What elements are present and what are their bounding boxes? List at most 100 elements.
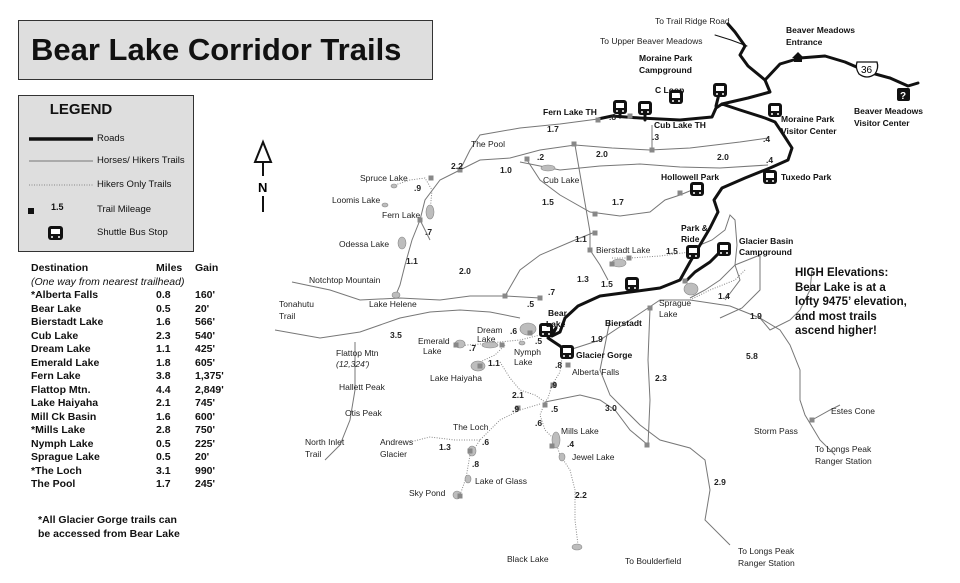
label-andrews1: Andrews: [380, 437, 413, 447]
label-lp2a: To Longs Peak: [815, 444, 872, 454]
loomis-lake: [381, 202, 389, 208]
legend-title: LEGEND: [49, 101, 113, 118]
trail-mileage: .6: [510, 326, 517, 336]
dream-lake: [481, 341, 499, 349]
trail-mileage: .5: [535, 336, 542, 346]
trail-mileage: .5: [527, 299, 534, 309]
horse-hiker-trail: [689, 264, 741, 301]
destination-name: Nymph Lake: [31, 437, 94, 450]
bus-stop-icon[interactable]: Hollowell Park: [690, 182, 704, 196]
legend-item-mileage: 1.5 Trail Mileage: [19, 202, 195, 218]
mileage-marker: [592, 230, 598, 236]
label-cublake: Cub Lake: [543, 175, 580, 185]
label-fernlake: Fern Lake: [382, 210, 421, 220]
label-storm: Storm Pass: [754, 426, 798, 436]
label-tonahutu1: Tonahutu: [279, 299, 314, 309]
highway-36-shield: 36: [855, 61, 879, 78]
lakes-layer: [381, 164, 699, 551]
destination-gain: 20': [195, 302, 210, 315]
destination-gain: 2,849': [195, 383, 224, 396]
horse-hiker-trail: [324, 342, 356, 461]
destination-miles: 1.6: [156, 410, 171, 423]
road-line-icon: [29, 137, 93, 141]
destination-name: Emerald Lake: [31, 356, 100, 369]
black-lake: [571, 543, 583, 551]
destination-name: *The Loch: [31, 464, 82, 477]
bus-stop-icon[interactable]: Bierstadt: [625, 277, 639, 291]
bus-stop-icon[interactable]: Moraine Park Visitor Center: [768, 103, 782, 117]
destination-gain: 160': [195, 289, 216, 301]
destination-gain: 605': [195, 356, 216, 369]
label-cubth: Cub Lake TH: [654, 120, 706, 130]
label-black: Black Lake: [507, 554, 549, 564]
label-flattop-el: (12,324'): [336, 359, 369, 369]
label-bierstadt: Bierstadt: [605, 318, 642, 328]
mileage-marker: [499, 342, 505, 348]
label-alberta: Alberta Falls: [572, 367, 619, 377]
horse-hiker-trail: [574, 144, 609, 281]
glacier-gorge-note: *All Glacier Gorge trails can be accesse…: [38, 514, 180, 540]
label-sprague1: Sprague: [659, 298, 691, 308]
lake-haiyaha: [470, 360, 486, 372]
label-entrance1: Beaver Meadows: [786, 25, 855, 35]
destination-miles: 2.8: [156, 424, 171, 436]
label-mills: Mills Lake: [561, 426, 599, 436]
mileage-marker: [502, 293, 508, 299]
bus-stop-icon[interactable]: Fern Lake TH: [613, 100, 627, 114]
mileage-marker: [550, 382, 556, 388]
label-mpc2: Campground: [639, 65, 692, 75]
label-trail-ridge: To Trail Ridge Road: [655, 16, 730, 26]
legend-item-hikers: Hikers Only Trails: [19, 177, 195, 193]
trail-mileage: 1.3: [439, 442, 451, 452]
horse-hiker-trail: [274, 309, 521, 339]
trail-mileage: 2.0: [459, 266, 471, 276]
label-bierlake: Bierstadt Lake: [596, 245, 651, 255]
trails-layer: [274, 118, 841, 546]
dotted-trail-icon: [29, 184, 93, 186]
bus-stop-icon[interactable]: Glacier Gorge: [560, 345, 574, 359]
label-notchtop: Notchtop Mountain: [309, 275, 381, 285]
label-hallett: Hallett Peak: [339, 382, 386, 392]
bus-stop-icon[interactable]: Park & Ride: [686, 245, 700, 259]
trail-mileage: 3.0: [605, 403, 617, 413]
trail-mileage: 2.1: [512, 390, 524, 400]
bear-lake: [519, 322, 537, 336]
nymph-lake: [518, 340, 526, 346]
bus-stop-icon[interactable]: Cub Lake TH: [638, 101, 652, 115]
trail-mileage: 1.7: [612, 197, 624, 207]
horse-hiker-trail: [459, 118, 599, 171]
trail-mileage: 2.9: [714, 477, 726, 487]
label-nymph1: Nymph: [514, 347, 541, 357]
mileage-marker: [457, 167, 463, 173]
road: [714, 92, 721, 108]
label-gb2: Campground: [739, 247, 792, 257]
mileage-marker: [627, 113, 633, 119]
trail-mileage: .9: [512, 404, 519, 414]
trail-mileage: 1.1: [406, 256, 418, 266]
trail-mileage: 1.3: [577, 274, 589, 284]
bus-stop-icon[interactable]: Moraine Park Campground: [713, 83, 727, 97]
destination-gain: 566': [195, 316, 216, 328]
mileage-marker: [524, 156, 530, 162]
hiker-only-trail: [539, 401, 579, 546]
mileage-marker: [682, 278, 688, 284]
bus-stop-icon[interactable]: Glacier Basin Campground: [717, 242, 731, 256]
trail-mileage: .7: [548, 287, 555, 297]
the-loch: [467, 445, 477, 457]
lake-helene: [391, 291, 401, 299]
bus-stop-icon[interactable]: C Loop: [669, 90, 683, 104]
bus-stop-icon[interactable]: Tuxedo Park: [763, 170, 777, 184]
destination-name: Dream Lake: [31, 343, 91, 355]
label-mpc1: Moraine Park: [639, 53, 693, 63]
svg-text:?: ?: [900, 91, 906, 102]
road: [763, 54, 920, 88]
legend-item-trails: Horses/ Hikers Trails: [19, 153, 195, 169]
hiker-only-trail: [544, 357, 563, 403]
label-lp1b: Ranger Station: [738, 558, 795, 568]
bus-stop-icon[interactable]: Bear Lake: [539, 323, 553, 337]
